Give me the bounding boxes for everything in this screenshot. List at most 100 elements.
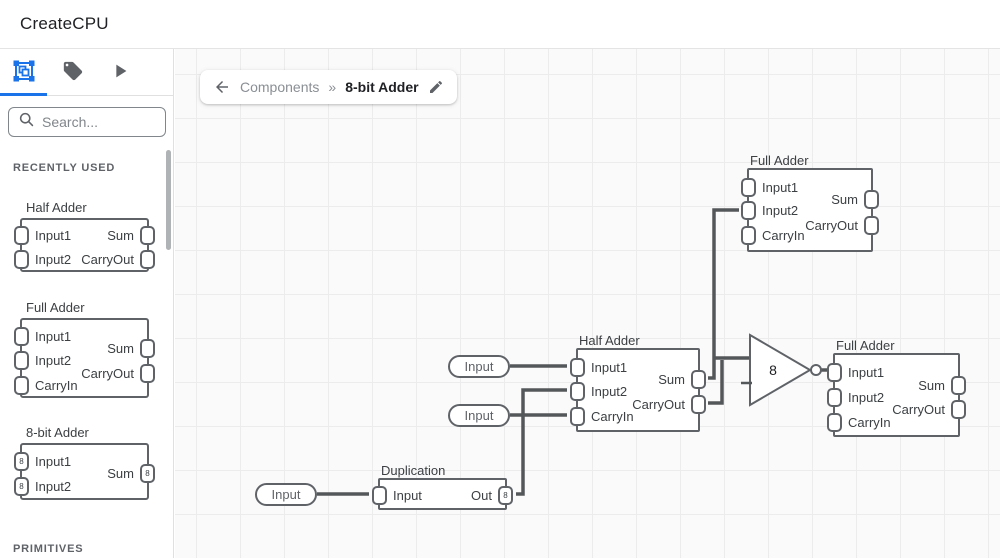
section-recently-used: RECENTLY USED <box>13 162 116 174</box>
port-carryout[interactable] <box>951 400 966 419</box>
breadcrumb-separator: » <box>328 79 337 95</box>
port-label: Sum <box>107 466 134 481</box>
node-title: Full Adder <box>836 338 895 353</box>
port-input1[interactable] <box>570 358 585 377</box>
tab-simulate[interactable] <box>106 59 134 87</box>
port-input1 <box>14 327 29 346</box>
node-full-adder-top[interactable]: Full Adder Input1 Input2 CarryIn Sum Car… <box>741 153 879 252</box>
palette-item-title: Full Adder <box>26 300 85 315</box>
port-label: Out <box>471 488 492 503</box>
port-label: Input1 <box>35 454 72 469</box>
port-label: Input1 <box>848 365 885 380</box>
wire[interactable] <box>708 208 739 380</box>
port-label: Sum <box>107 341 134 356</box>
node-title: Full Adder <box>750 153 809 168</box>
port-input2-bus: 8 <box>14 477 29 496</box>
component-editor-icon <box>12 59 36 88</box>
palette-block: 8 8 8 Input1 Input2 Sum <box>14 443 155 500</box>
port-input[interactable] <box>372 486 387 505</box>
port-input2[interactable] <box>570 382 585 401</box>
circuit-canvas[interactable]: 8 Components » 8-bit Adder Full Adder <box>175 49 1000 558</box>
top-bar: CreateCPU <box>0 0 1000 49</box>
play-icon <box>109 60 131 87</box>
input-node-2[interactable]: Input <box>448 404 510 427</box>
search-icon <box>18 111 35 133</box>
port-label: Sum <box>918 378 945 393</box>
port-label: Sum <box>107 228 134 243</box>
port-sum <box>140 339 155 358</box>
node-full-adder-right[interactable]: Full Adder Input1 Input2 CarryIn Sum Car… <box>827 338 966 437</box>
port-label: Input2 <box>35 479 72 494</box>
port-carryout <box>140 250 155 269</box>
port-input1-bus: 8 <box>14 452 29 471</box>
port-label: Input1 <box>35 329 72 344</box>
port-label: CarryIn <box>35 378 78 393</box>
not-gate[interactable] <box>749 333 812 407</box>
wire[interactable] <box>516 388 567 496</box>
breadcrumb-current: 8-bit Adder <box>345 79 419 95</box>
input-node-label: Input <box>464 359 494 374</box>
node-title: Half Adder <box>579 333 640 348</box>
port-carryin[interactable] <box>570 407 585 426</box>
port-carryin[interactable] <box>827 413 842 432</box>
port-label: Sum <box>831 192 858 207</box>
breadcrumb: Components » 8-bit Adder <box>200 70 457 104</box>
port-carryout[interactable] <box>691 395 706 414</box>
port-label: Input2 <box>762 203 799 218</box>
app-title: CreateCPU <box>20 14 109 33</box>
palette-block: Input1 Input2 CarryIn Sum CarryOut <box>14 318 155 398</box>
input-node-1[interactable]: Input <box>448 355 510 378</box>
input-node-label: Input <box>271 487 301 502</box>
palette-item-title: 8-bit Adder <box>26 425 89 440</box>
port-input1[interactable] <box>741 178 756 197</box>
port-sum <box>140 226 155 245</box>
port-label: Input2 <box>35 353 72 368</box>
port-carryin[interactable] <box>741 226 756 245</box>
wire-layer: 8 <box>317 208 827 496</box>
port-label: Input2 <box>591 384 628 399</box>
input-node-3[interactable]: Input <box>255 483 317 506</box>
back-button[interactable] <box>213 78 231 96</box>
port-label: Input <box>393 488 422 503</box>
node-title: Duplication <box>381 463 446 478</box>
port-label: Input2 <box>848 390 885 405</box>
port-sum[interactable] <box>864 190 879 209</box>
node-duplication[interactable]: Duplication 8 Input Out <box>372 463 513 510</box>
search-box <box>8 107 166 137</box>
port-input1[interactable] <box>827 363 842 382</box>
node-half-adder[interactable]: Half Adder Input1 Input2 CarryIn Sum Car… <box>570 333 706 432</box>
wire[interactable] <box>708 360 724 405</box>
port-input2 <box>14 351 29 370</box>
port-label: CarryOut <box>632 397 685 412</box>
tab-tags[interactable] <box>59 59 87 87</box>
port-label: Input2 <box>35 252 72 267</box>
not-gate-label: 8 <box>769 362 777 378</box>
search-input[interactable] <box>42 114 152 130</box>
port-input2[interactable] <box>827 388 842 407</box>
port-carryout <box>140 364 155 383</box>
sidebar-scrollbar-thumb[interactable] <box>166 150 171 250</box>
tab-components[interactable] <box>10 59 38 87</box>
port-input2[interactable] <box>741 201 756 220</box>
breadcrumb-parent-link[interactable]: Components <box>240 79 320 95</box>
port-label: CarryIn <box>848 415 891 430</box>
port-label: CarryOut <box>81 366 134 381</box>
port-input2 <box>14 250 29 269</box>
port-carryin <box>14 376 29 395</box>
tag-icon <box>62 60 84 87</box>
port-sum[interactable] <box>691 370 706 389</box>
active-tab-indicator <box>0 93 47 96</box>
port-label: CarryOut <box>81 252 134 267</box>
not-gate-bubble <box>810 364 822 376</box>
port-sum-bus: 8 <box>140 464 155 483</box>
rename-button[interactable] <box>428 79 444 95</box>
port-carryout[interactable] <box>864 216 879 235</box>
port-label: CarryOut <box>805 218 858 233</box>
port-out-bus[interactable]: 8 <box>498 486 513 505</box>
port-sum[interactable] <box>951 376 966 395</box>
palette-item-title: Half Adder <box>26 200 87 215</box>
section-primitives: PRIMITIVES <box>13 543 84 555</box>
port-label: Input1 <box>35 228 72 243</box>
port-label: CarryIn <box>591 409 634 424</box>
